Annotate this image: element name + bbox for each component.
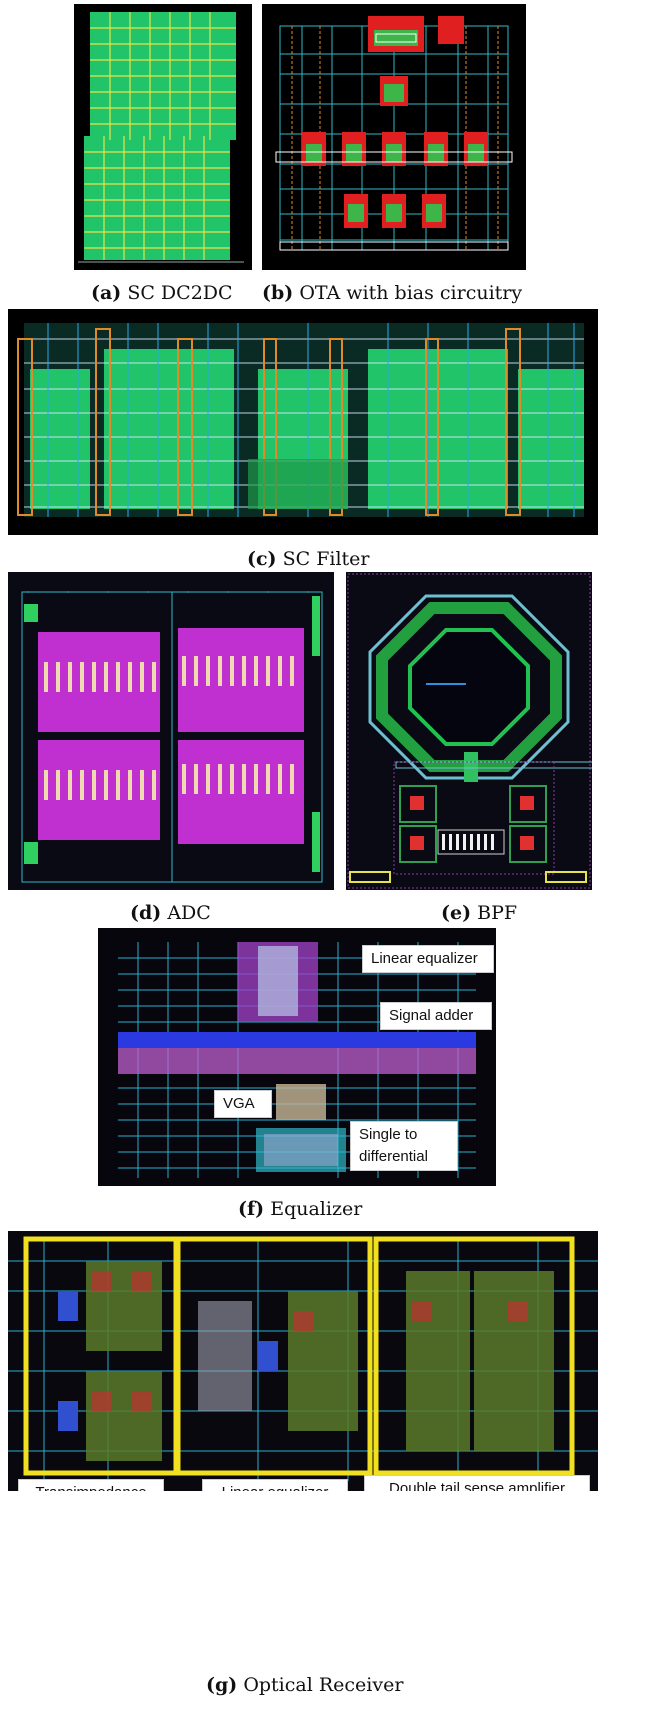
caption-a: (a) SC DC2DC [91,282,233,304]
sc-filter-layout [17,323,584,517]
caption-g: (g) Optical Receiver [206,1674,403,1696]
bpf-layout [346,572,592,890]
callout-optical-linear-equalizer: Linear equalizer [202,1479,348,1491]
adc-layout [8,572,334,890]
panel-equalizer: Linear equalizer Signal adder VGA Single… [98,928,496,1186]
panel-sc-filter [8,309,598,535]
panel-adc [8,572,334,890]
panel-optical-receiver: Transimpedance amplifier Linear equalize… [8,1231,598,1491]
caption-e-label: BPF [477,902,518,924]
caption-c: (c) SC Filter [247,548,370,570]
panel-ota [262,4,526,270]
caption-b-tag: (b) [262,282,294,304]
callout-vga: VGA [214,1090,272,1118]
callout-signal-adder: Signal adder [380,1002,492,1030]
caption-a-tag: (a) [91,282,122,304]
caption-b-label: OTA with bias circuitry [299,282,523,304]
caption-e-tag: (e) [441,902,472,924]
caption-g-tag: (g) [206,1674,238,1696]
caption-a-label: SC DC2DC [127,282,233,304]
callout-single-to-differential: Single to differential [350,1121,458,1171]
callout-transimpedance-amplifier: Transimpedance amplifier [18,1479,164,1491]
caption-d: (d) ADC [130,902,211,924]
caption-e: (e) BPF [441,902,517,924]
caption-g-label: Optical Receiver [243,1674,404,1696]
panel-bpf [346,572,592,890]
caption-d-tag: (d) [130,902,162,924]
caption-f-label: Equalizer [270,1198,363,1220]
caption-f-tag: (f) [238,1198,265,1220]
caption-d-label: ADC [167,902,211,924]
callout-linear-equalizer: Linear equalizer [362,945,494,973]
caption-f: (f) Equalizer [238,1198,362,1220]
panel-sc-dc2dc [74,4,252,270]
caption-b: (b) OTA with bias circuitry [262,282,522,304]
caption-c-label: SC Filter [282,548,370,570]
ota-layout [275,16,513,251]
caption-c-tag: (c) [247,548,277,570]
optical-receiver-layout [8,1231,598,1491]
callout-double-tail-sense-amplifier: Double tail sense amplifier [364,1475,590,1491]
sc-dc2dc-layout [78,12,244,263]
